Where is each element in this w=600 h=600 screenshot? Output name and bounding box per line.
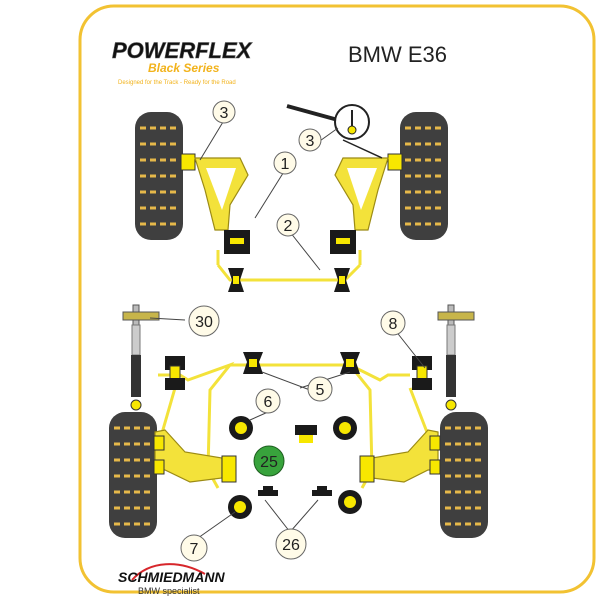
label-rear-drop-link: 8 bbox=[380, 310, 406, 336]
front-arm-bush-right bbox=[330, 230, 356, 254]
rear-antiroll-bush-right bbox=[340, 352, 360, 374]
rear-right-tyre bbox=[440, 412, 488, 538]
front-left-hub bbox=[180, 153, 196, 171]
front-drop-link bbox=[286, 104, 383, 159]
svg-text:3: 3 bbox=[220, 105, 229, 122]
powerflex-logo: POWERFLEX Black Series Designed for the … bbox=[112, 38, 253, 86]
svg-text:30: 30 bbox=[195, 314, 213, 331]
rear-diff-bush-top-right bbox=[333, 416, 357, 440]
rear-diff-bush-bottom-left bbox=[228, 495, 252, 519]
svg-text:6: 6 bbox=[264, 394, 273, 411]
label-front-rear-mount: 2 bbox=[276, 213, 300, 237]
front-right-control-arm bbox=[334, 157, 389, 231]
dealer-subtitle: BMW specialist bbox=[138, 586, 200, 596]
svg-text:1: 1 bbox=[281, 156, 290, 173]
svg-text:3: 3 bbox=[306, 133, 315, 150]
schmiedmann-logo: SCHMIEDMANN BMW specialist bbox=[118, 563, 225, 596]
rear-left-shock bbox=[122, 304, 160, 411]
front-leader-lines bbox=[199, 121, 339, 271]
front-left-tyre bbox=[135, 112, 183, 240]
model-title: BMW E36 bbox=[348, 42, 447, 67]
dealer-name: SCHMIEDMANN bbox=[118, 569, 225, 585]
rear-right-droplink-bush bbox=[412, 356, 432, 390]
label-rear-diff-rear: 26 bbox=[275, 528, 307, 560]
dealer-swoosh bbox=[131, 563, 206, 581]
front-rear-mount-bush-left bbox=[228, 268, 244, 292]
rear-diff-bush-top-left bbox=[229, 416, 253, 440]
label-rear-antiroll: 5 bbox=[307, 376, 333, 402]
rear-left-tyre bbox=[109, 412, 157, 538]
label-rear-shock-top: 30 bbox=[188, 305, 220, 337]
svg-text:2: 2 bbox=[284, 218, 293, 235]
rear-diff-bush-bottom-right bbox=[338, 490, 362, 514]
front-cross-link bbox=[216, 263, 362, 282]
rear-diff-rear-mount-right bbox=[312, 486, 332, 496]
label-rear-trailing: 7 bbox=[180, 534, 208, 562]
rear-left-droplink-bush bbox=[165, 356, 185, 390]
svg-text:5: 5 bbox=[316, 382, 325, 399]
label-rear-diff-center: 25 bbox=[253, 445, 285, 477]
rear-left-trailing-arm bbox=[153, 429, 237, 483]
rear-right-shock bbox=[437, 304, 475, 411]
svg-text:8: 8 bbox=[389, 316, 398, 333]
rear-right-trailing-arm bbox=[359, 429, 441, 483]
front-cross-link-uprights bbox=[216, 250, 362, 265]
svg-text:26: 26 bbox=[282, 537, 300, 554]
front-left-control-arm bbox=[194, 157, 249, 231]
rear-diff-front-mount bbox=[295, 425, 317, 443]
brand-tagline: Designed for the Track - Ready for the R… bbox=[118, 80, 236, 86]
label-rear-diff-front: 6 bbox=[255, 388, 281, 414]
front-right-tyre bbox=[400, 112, 448, 240]
svg-text:7: 7 bbox=[190, 541, 199, 558]
front-right-hub bbox=[387, 153, 403, 171]
front-arm-bush-left bbox=[224, 230, 250, 254]
svg-text:25: 25 bbox=[260, 454, 278, 471]
label-front-upper-right: 3 bbox=[298, 128, 322, 152]
frame-border bbox=[78, 4, 596, 594]
brand-series: Black Series bbox=[148, 61, 220, 75]
label-front-arm: 1 bbox=[273, 151, 297, 175]
rear-diff-rear-mount-left bbox=[258, 486, 278, 496]
brand-name: POWERFLEX bbox=[112, 38, 253, 63]
rear-antiroll-bush-left bbox=[243, 352, 263, 374]
label-front-upper-left: 3 bbox=[212, 100, 236, 124]
front-rear-mount-bush-right bbox=[334, 268, 350, 292]
